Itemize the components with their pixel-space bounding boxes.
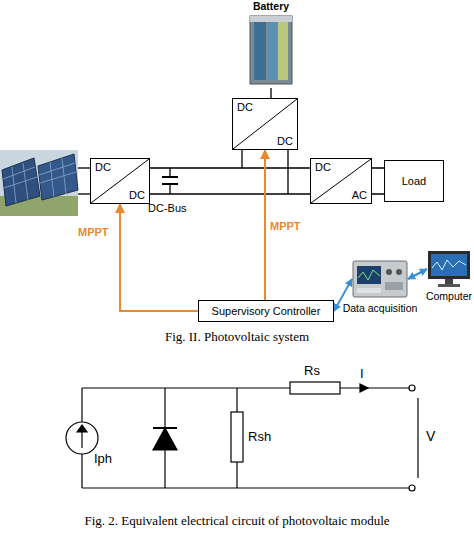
diode-symbol [153, 428, 177, 450]
bus-tap-wire [241, 150, 242, 168]
mppt-arrow [264, 150, 266, 300]
pv-sky [0, 150, 78, 216]
current-source-symbol [66, 422, 98, 454]
circuit-wire [164, 450, 165, 488]
converter-label: DC [95, 161, 111, 173]
circuit-wire [164, 388, 165, 428]
symbol-label: Rs [304, 364, 334, 379]
daq-picture [352, 258, 408, 300]
current-arrow [360, 384, 368, 392]
symbol-label: Iph [94, 452, 134, 467]
diode-symbol [153, 427, 177, 429]
converter-label: DC [129, 189, 145, 201]
picture-node: Data acquisition [340, 258, 420, 320]
capacitor-plate [162, 176, 178, 178]
voltage-line [417, 398, 418, 478]
battery-picture-holder [246, 14, 296, 88]
box-label: Load [402, 175, 426, 187]
equivalent-circuit [66, 382, 418, 491]
wire-connector [372, 168, 384, 194]
wire-connector [150, 168, 310, 194]
edge-label: MPPT [270, 220, 301, 232]
pv-wire [78, 193, 90, 194]
diagonal-line [311, 159, 371, 203]
picture-caption: Computer [426, 290, 472, 302]
mppt-arrow [120, 204, 198, 311]
battery-picture [246, 14, 296, 86]
symbol-label: V [426, 428, 456, 444]
picture-node: Computer [424, 250, 474, 308]
terminal [409, 485, 415, 491]
converter-label: DC [237, 101, 253, 113]
diagonal-line [233, 99, 297, 149]
terminal [409, 385, 415, 391]
circuit-wire [82, 387, 290, 388]
wire-connector [270, 88, 271, 98]
picture-caption: Data acquisition [343, 302, 418, 314]
process-box: Supervisory Controller [198, 300, 334, 322]
converter-box: DC DC [90, 158, 150, 204]
converter-label: AC [352, 189, 367, 201]
edge-label: MPPT [78, 226, 109, 238]
box-label: Supervisory Controller [212, 305, 321, 317]
diagonal-line [91, 159, 149, 203]
pv-grid [3, 158, 76, 203]
circuit-wire [82, 487, 412, 488]
node-heading: Battery [253, 0, 289, 14]
converter-label: DC [277, 135, 293, 147]
bus-tap-wire [287, 150, 288, 194]
circuit-wire [236, 388, 237, 412]
converter-box: DC DC [232, 98, 298, 150]
pv-panel [38, 154, 78, 200]
symbol-label: DC-Bus [148, 202, 208, 215]
process-box: Load [384, 160, 444, 202]
circuit-wire [81, 454, 82, 488]
symbol-label: I [360, 367, 380, 382]
data-link-arrow [408, 269, 427, 279]
circuit-wire [340, 387, 412, 388]
capacitor-lead [169, 168, 170, 177]
circuit-wire [236, 462, 237, 488]
circuit-wire [81, 388, 82, 422]
picture-node: Battery [246, 0, 296, 88]
figure-caption: Fig. 2. Equivalent electrical circuit of… [0, 514, 474, 529]
pv-wire [78, 167, 90, 168]
current-source-arrow [77, 425, 87, 432]
resistor-symbol [231, 412, 243, 462]
symbol-label: Rsh [248, 430, 288, 445]
figure-caption: Fig. II. Photovoltaic system [0, 330, 474, 345]
pv-array-picture [0, 150, 78, 216]
picture-holder [427, 250, 471, 288]
converter-box: DC AC [310, 158, 372, 204]
resistor-symbol [290, 382, 340, 394]
converter-label: DC [315, 161, 331, 173]
computer-picture [427, 250, 471, 288]
current-source-arrow [81, 430, 82, 448]
capacitor-lead [169, 184, 170, 194]
picture-holder [352, 258, 408, 300]
